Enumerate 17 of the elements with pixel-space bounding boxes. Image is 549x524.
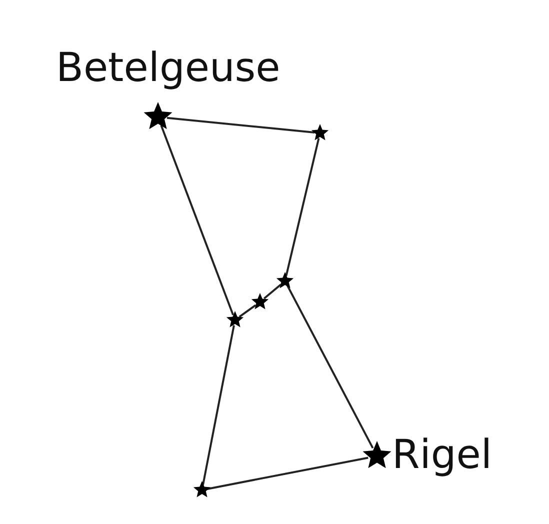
constellation-line	[285, 138, 320, 276]
star-icon	[226, 311, 244, 329]
star-name: Betelgeuse	[56, 48, 280, 88]
star-icon	[193, 481, 211, 499]
constellation-line	[202, 325, 235, 485]
star-name: Rigel	[392, 435, 492, 475]
star-icon	[311, 124, 329, 142]
star-icon	[362, 441, 392, 471]
constellation-line	[160, 125, 234, 316]
constellation-line	[238, 304, 256, 318]
constellation-line	[264, 284, 282, 300]
constellation-line	[286, 285, 374, 448]
constellation-line	[207, 456, 368, 490]
star-icon	[276, 272, 294, 290]
star-icon	[143, 102, 173, 132]
constellation-line	[166, 116, 315, 134]
star-icon	[251, 293, 269, 311]
